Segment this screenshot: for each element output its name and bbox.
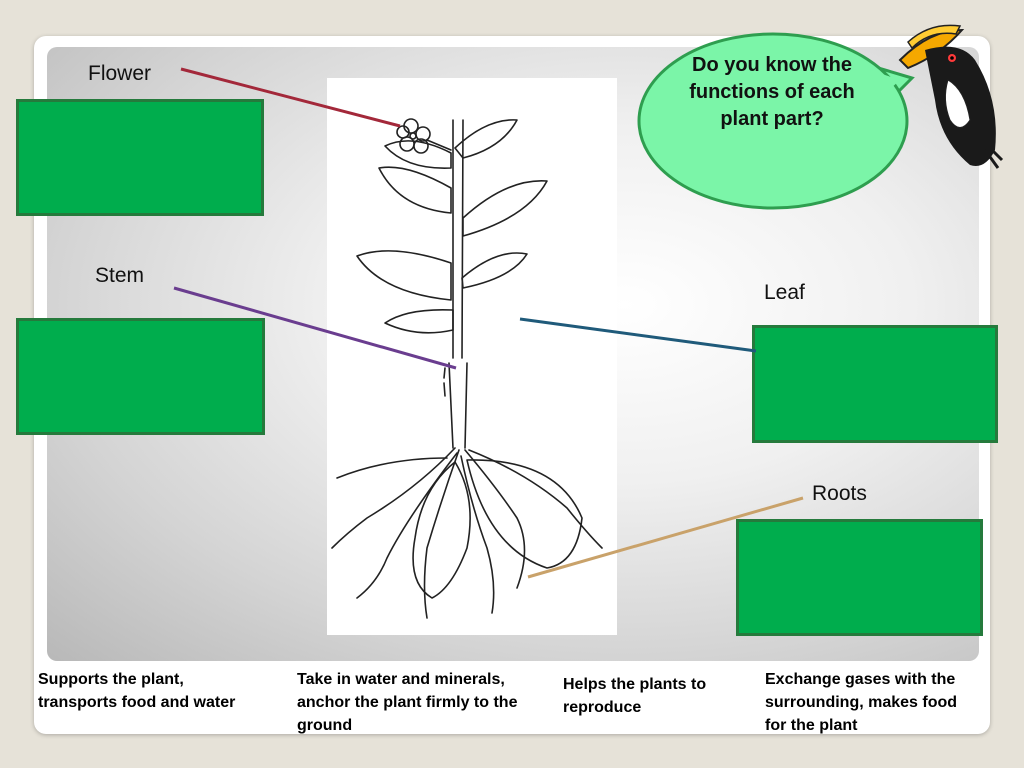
plant-image: [327, 78, 617, 635]
hornbill-bird-icon: [898, 24, 1004, 169]
leaf-leader-line: [519, 317, 757, 353]
plant-drawing: [331, 118, 603, 619]
label-roots: Roots: [812, 482, 867, 505]
label-leaf: Leaf: [764, 281, 805, 304]
speech-bubble-text: Do you know the functions of each plant …: [689, 54, 855, 130]
clue-roots-function[interactable]: Take in water and minerals, anchor the p…: [297, 671, 518, 734]
label-stem: Stem: [95, 264, 145, 287]
clue-stem-function[interactable]: Supports the plant, transports food and …: [38, 671, 236, 711]
roots-answer-box[interactable]: [736, 519, 983, 636]
clue-leaf-function[interactable]: Exchange gases with the surrounding, mak…: [765, 671, 958, 734]
roots-leader-line: [527, 496, 804, 579]
clue-flower-function[interactable]: Helps the plants to reproduce: [563, 676, 707, 716]
stem-leader-line: [173, 286, 457, 370]
flower-leader-line: [180, 67, 401, 128]
label-flower: Flower: [88, 62, 152, 85]
leaf-answer-box[interactable]: [752, 325, 998, 443]
stem-answer-box[interactable]: [16, 318, 265, 435]
speech-bubble: [637, 32, 915, 210]
flower-answer-box[interactable]: [16, 99, 264, 216]
